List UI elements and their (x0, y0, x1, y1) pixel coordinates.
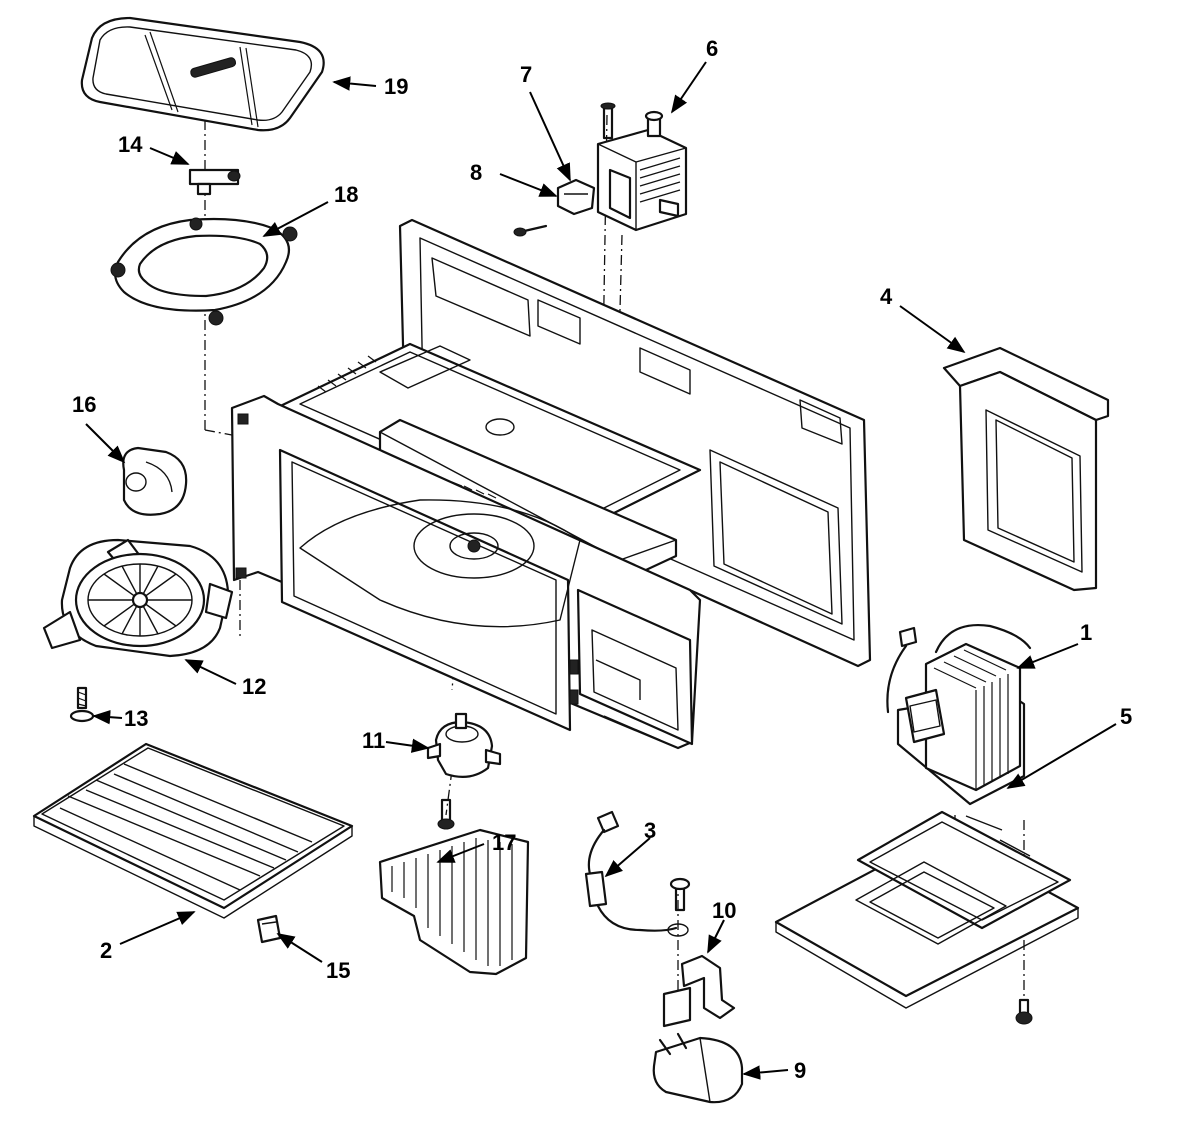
callout-13: 13 (124, 706, 148, 731)
callout-17: 17 (492, 830, 516, 855)
callout-5: 5 (1120, 704, 1132, 729)
part-10-bracket (662, 877, 736, 1028)
part-6-magnetron (596, 102, 688, 232)
callout-18: 18 (334, 182, 358, 207)
callout-6: 6 (706, 36, 718, 61)
callout-7: 7 (520, 62, 532, 87)
callout-16: 16 (72, 392, 96, 417)
part-4-side-shield (942, 346, 1110, 592)
part-15-clip (256, 914, 282, 944)
part-8-thermostat (513, 178, 596, 237)
callout-2: 2 (100, 938, 112, 963)
callout-14: 14 (118, 132, 143, 157)
callout-leaders (85, 61, 1117, 1080)
part-14-coupler (188, 168, 241, 196)
part-17-vent-grille (378, 828, 530, 976)
part-16-tube (122, 446, 188, 516)
callout-1: 1 (1080, 620, 1092, 645)
part-11-turntable-motor (426, 712, 502, 830)
part-1-transformer (886, 624, 1032, 806)
part-19-glass-tray (80, 16, 325, 132)
callout-10: 10 (712, 898, 736, 923)
part-2-grease-filter (32, 742, 354, 919)
part-18-roller-ring (110, 217, 298, 326)
part-5-base-plate (774, 810, 1080, 1009)
callout-8: 8 (470, 160, 482, 185)
callout-labels: 19 14 18 16 12 13 2 15 17 11 8 7 6 4 1 5… (72, 36, 1132, 1083)
part-12-fan-housing (42, 538, 234, 658)
callout-15: 15 (326, 958, 350, 983)
callout-9: 9 (794, 1058, 806, 1083)
callout-4: 4 (880, 284, 893, 309)
part-9-lamp (652, 1032, 744, 1104)
oven-cavity (230, 218, 872, 750)
callout-19: 19 (384, 74, 408, 99)
callout-12: 12 (242, 674, 266, 699)
callout-3: 3 (644, 818, 656, 843)
callout-11: 11 (362, 728, 385, 753)
part-3-thermal-cutout (584, 810, 689, 937)
part-13-screw (69, 686, 95, 723)
base-screw (1015, 998, 1033, 1025)
